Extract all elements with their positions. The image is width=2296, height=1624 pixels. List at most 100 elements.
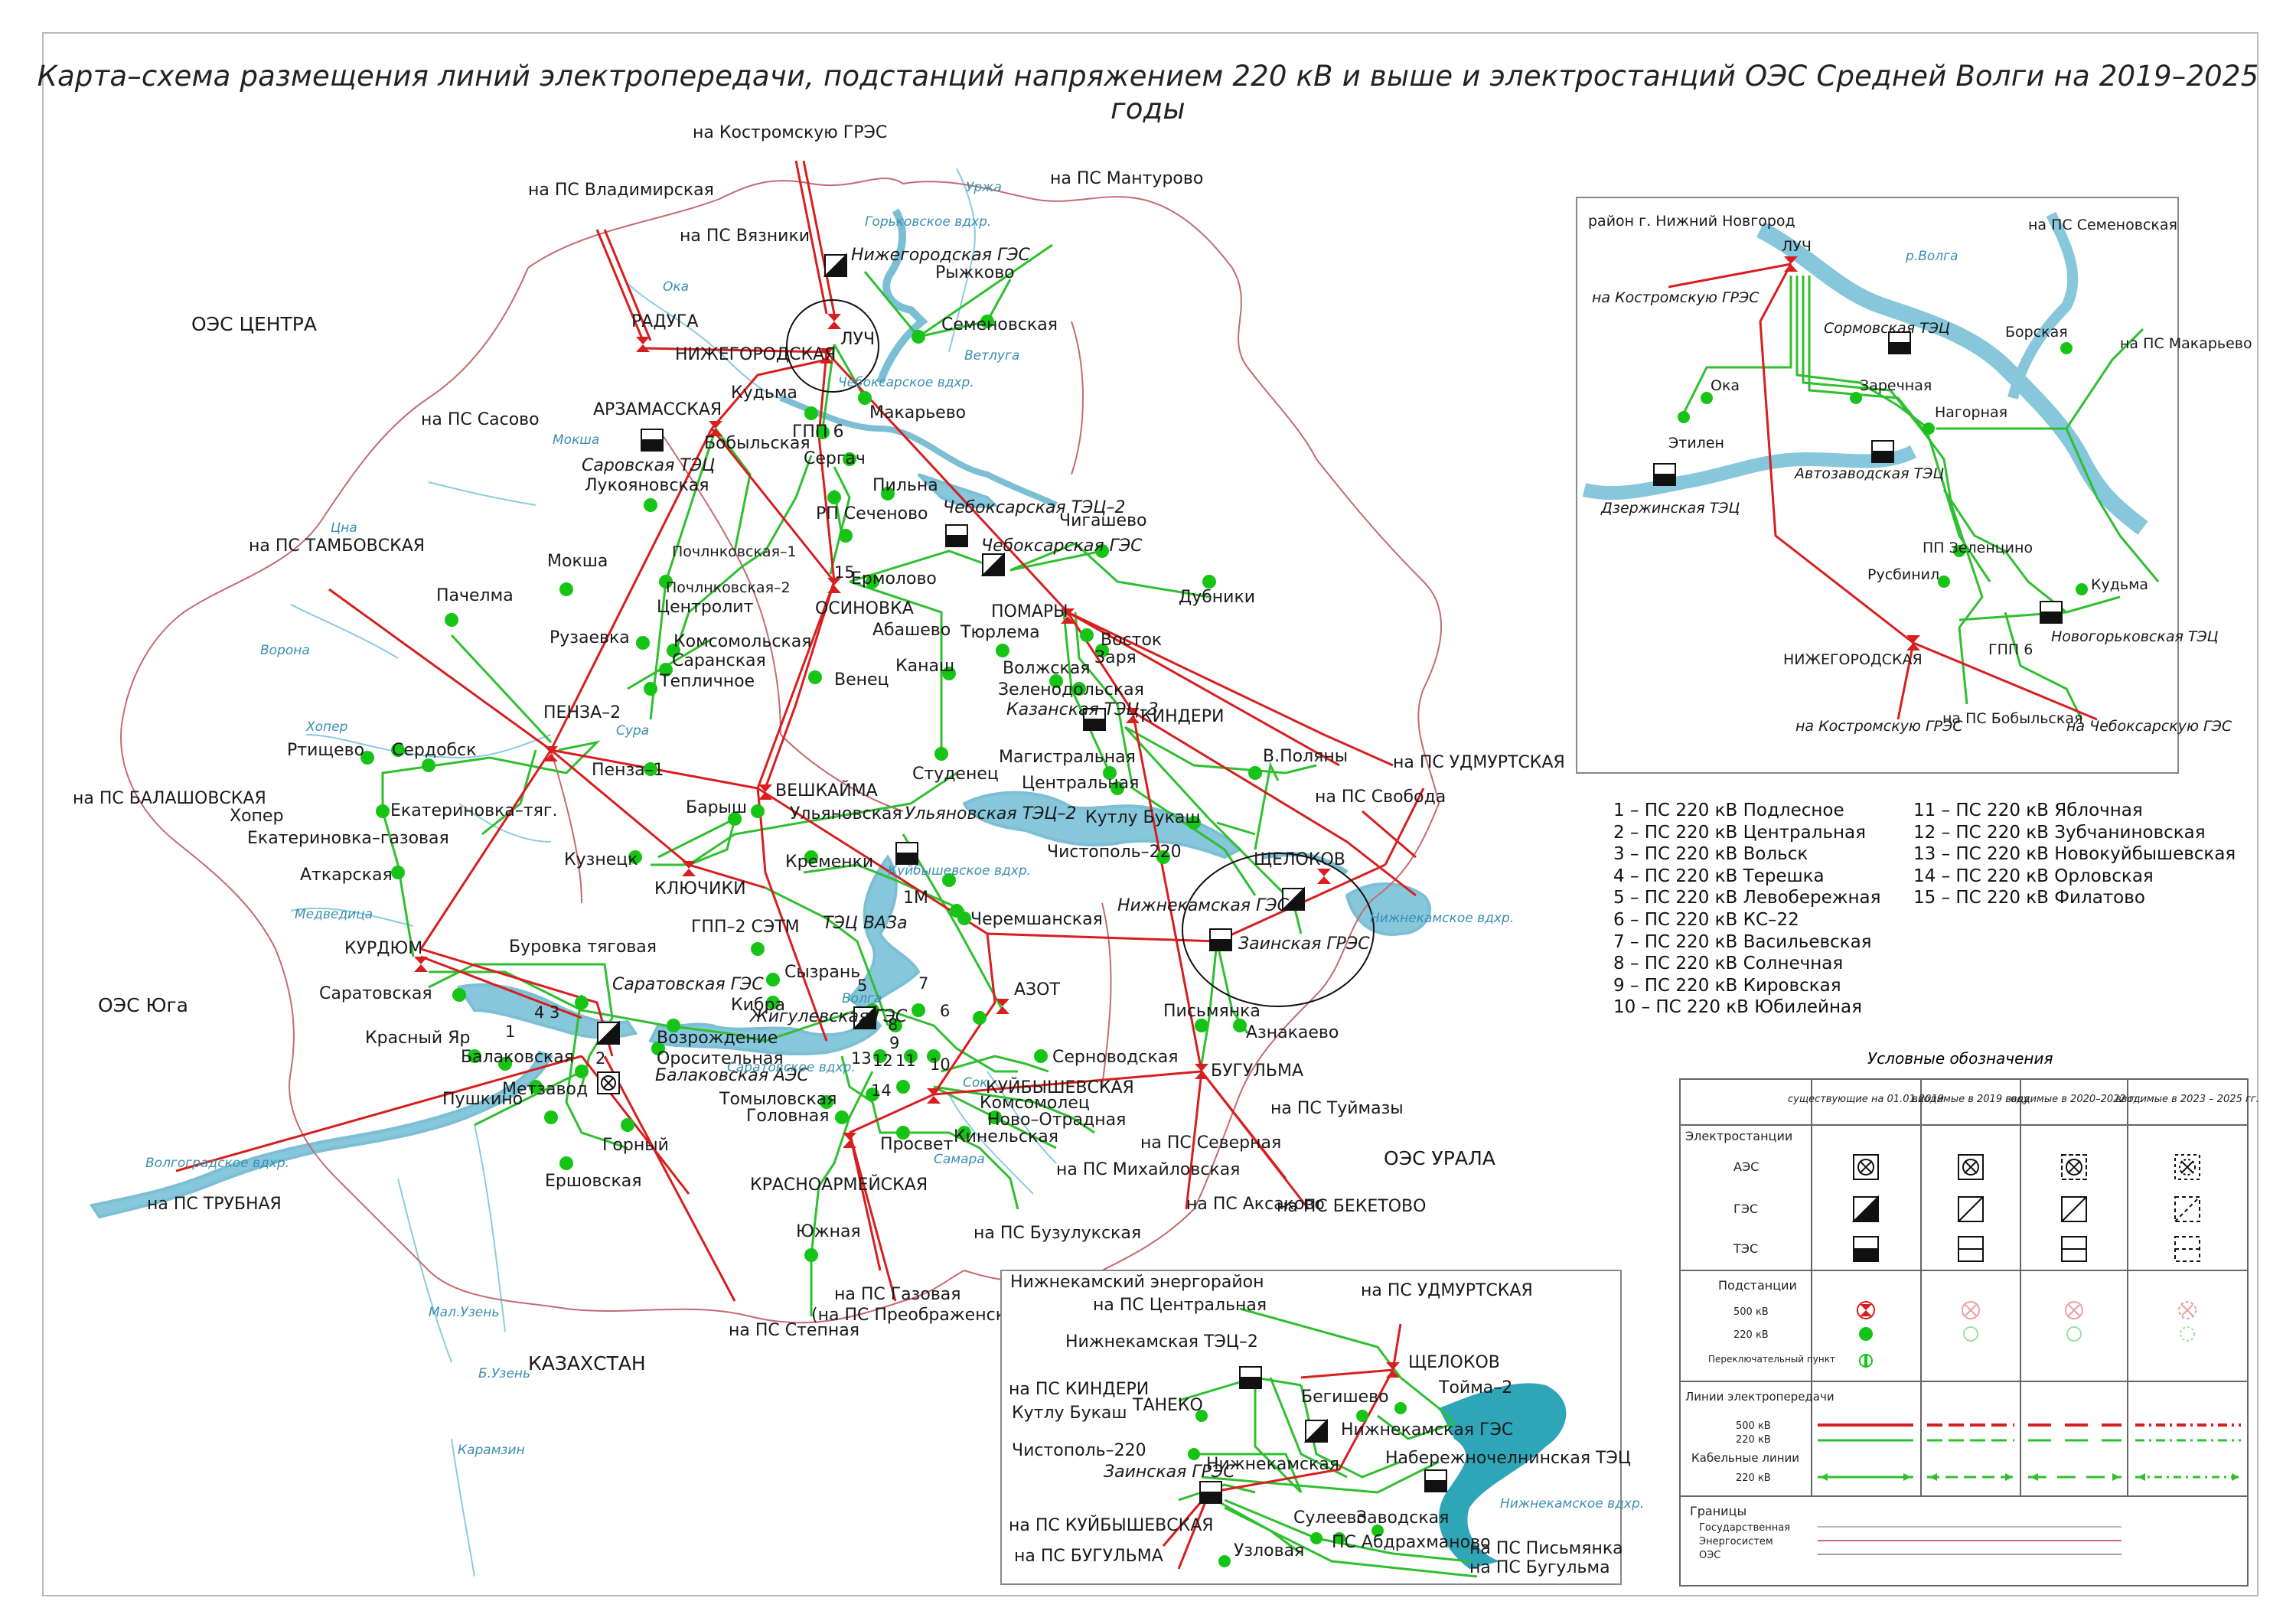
- svg-text:Балаковская: Балаковская: [461, 1048, 574, 1067]
- ges-icon: [2174, 1196, 2200, 1222]
- svg-text:Саратовское вдхр.: Саратовское вдхр.: [727, 1060, 856, 1075]
- substation-220-icon: [2180, 1326, 2195, 1342]
- aes-icon: [597, 1071, 620, 1094]
- tec-icon: [1958, 1236, 1984, 1262]
- svg-text:на ПС ТРУБНАЯ: на ПС ТРУБНАЯ: [147, 1195, 282, 1214]
- svg-text:Подстанции: Подстанции: [1718, 1278, 1797, 1293]
- svg-text:на ПС КИНДЕРИ: на ПС КИНДЕРИ: [1009, 1380, 1149, 1399]
- ges-icon: [595, 1020, 620, 1045]
- svg-text:Нижегородская ГЭС: Нижегородская ГЭС: [851, 246, 1031, 265]
- ges-icon: [1303, 1418, 1328, 1443]
- ges-icon: [823, 253, 847, 277]
- svg-text:Почлнковская–2: Почлнковская–2: [666, 579, 791, 596]
- svg-text:Бобыльская: Бобыльская: [704, 434, 810, 453]
- svg-text:Казанская ТЭЦ–3: Казанская ТЭЦ–3: [1006, 700, 1159, 719]
- svg-text:Саратовская: Саратовская: [319, 984, 432, 1003]
- svg-text:220 кВ: 220 кВ: [1733, 1329, 1769, 1341]
- tec-icon: [1888, 331, 1911, 354]
- map-title: Карта–схема размещения линий электропере…: [37, 60, 2259, 126]
- svg-text:Кутлу Букаш: Кутлу Букаш: [1085, 808, 1201, 827]
- substation-500-icon: [843, 1133, 856, 1148]
- svg-text:Нижнекамская: Нижнекамская: [1206, 1455, 1339, 1474]
- svg-text:на ПС Бугульма: на ПС Бугульма: [1469, 1558, 1610, 1577]
- svg-text:Ершовская: Ершовская: [545, 1172, 642, 1191]
- substation-220-icon: [1859, 1327, 1873, 1341]
- svg-text:на ПС УДМУРТСКАЯ: на ПС УДМУРТСКАЯ: [1393, 753, 1565, 772]
- tec-icon: [641, 429, 664, 452]
- svg-text:Ульяновская: Ульяновская: [790, 804, 902, 823]
- svg-text:на ПС ТАМБОВСКАЯ: на ПС ТАМБОВСКАЯ: [249, 536, 425, 556]
- svg-text:Мокша: Мокша: [553, 432, 599, 448]
- substation-500-icon: [544, 746, 558, 761]
- ges-icon: [852, 1005, 876, 1029]
- svg-text:Нижнекамская ГЭС: Нижнекамская ГЭС: [1117, 896, 1290, 915]
- svg-text:на Костромскую ГРЭС: на Костромскую ГРЭС: [1592, 289, 1760, 306]
- svg-text:5: 5: [857, 977, 867, 995]
- svg-text:Серноводская: Серноводская: [1052, 1048, 1178, 1067]
- svg-text:Горьковское вдхр.: Горьковское вдхр.: [865, 214, 991, 230]
- svg-text:Заинская ГРЭС: Заинская ГРЭС: [1104, 1463, 1235, 1482]
- svg-text:НИЖЕГОРОДСКАЯ: НИЖЕГОРОДСКАЯ: [1783, 651, 1923, 668]
- highlight-nn: [786, 299, 879, 393]
- svg-text:РАДУГА: РАДУГА: [631, 312, 698, 331]
- svg-text:на ПС Степная: на ПС Степная: [729, 1321, 859, 1340]
- gorky-reservoir: [876, 208, 928, 384]
- svg-text:Заря: Заря: [1094, 648, 1137, 667]
- svg-text:Борская: Борская: [2005, 324, 2068, 341]
- svg-text:Бегишево: Бегишево: [1301, 1388, 1389, 1407]
- svg-text:Азнакаево: Азнакаево: [1246, 1023, 1339, 1042]
- substation-500-icon: [758, 784, 772, 800]
- svg-text:В.Поляны: В.Поляны: [1263, 747, 1348, 766]
- ges-icon: [1851, 1195, 1879, 1222]
- substation-500-icon: [1906, 635, 1920, 643]
- svg-text:1: 1: [505, 1022, 515, 1041]
- map-frame: [42, 32, 2258, 1596]
- svg-text:Рузаевка: Рузаевка: [550, 628, 630, 647]
- water-layer: [89, 208, 1432, 1219]
- substation-500-icon: [827, 314, 841, 329]
- svg-text:12: 12: [872, 1052, 893, 1070]
- svg-text:Комсомолец: Комсомолец: [980, 1094, 1090, 1113]
- substation-500-icon: [1126, 708, 1140, 723]
- svg-text:Балаковская АЭС: Балаковская АЭС: [655, 1066, 809, 1085]
- svg-text:Комсомольская: Комсомольская: [673, 632, 811, 651]
- svg-text:ГПП 6: ГПП 6: [792, 422, 844, 442]
- power-plants: [595, 253, 1305, 1094]
- svg-text:220 кВ: 220 кВ: [1736, 1472, 1771, 1484]
- svg-text:ЩЕЛОКОВ: ЩЕЛОКОВ: [1254, 850, 1345, 869]
- svg-text:на ПС КУЙБЫШЕВСКАЯ: на ПС КУЙБЫШЕВСКАЯ: [1009, 1515, 1214, 1535]
- svg-text:Центральная: Центральная: [1022, 774, 1139, 793]
- river-lines: [290, 168, 1057, 1577]
- svg-text:ГПП–2 СЭТМ: ГПП–2 СЭТМ: [691, 918, 800, 937]
- svg-text:АЭС: АЭС: [1733, 1159, 1759, 1174]
- inset-nn: район г. Нижний Новгород ЛУЧ на Костромс…: [1576, 197, 2252, 774]
- svg-text:Узловая: Узловая: [1234, 1541, 1304, 1560]
- svg-text:Саранская: Саранская: [672, 651, 766, 670]
- svg-text:Медведица: Медведица: [295, 907, 373, 922]
- svg-text:Письмянка: Письмянка: [1163, 1002, 1261, 1021]
- svg-text:Переключательный пункт: Переключательный пункт: [1708, 1354, 1835, 1365]
- svg-text:13: 13: [851, 1049, 872, 1068]
- svg-text:Ульяновская ТЭЦ–2: Ульяновская ТЭЦ–2: [905, 804, 1076, 823]
- svg-text:на ПС Бузулукская: на ПС Бузулукская: [974, 1224, 1141, 1243]
- svg-text:Кибра: Кибра: [731, 996, 785, 1015]
- ges-icon: [980, 552, 1005, 576]
- tec-icon: [2061, 1236, 2087, 1262]
- svg-text:Тепличное: Тепличное: [659, 672, 755, 691]
- svg-text:Пенза–1: Пенза–1: [592, 761, 664, 780]
- tec-icon: [1853, 1236, 1879, 1262]
- svg-text:КЛЮЧИКИ: КЛЮЧИКИ: [654, 879, 746, 898]
- labels-500: РАДУГА НИЖЕГОРОДСКАЯ ЛУЧ АРЗАМАССКАЯ ОСИ…: [344, 312, 1345, 1195]
- substation-500-icon: [682, 861, 696, 876]
- neighbor-south: ОЭС Юга: [98, 994, 188, 1016]
- svg-text:Саровская ТЭЦ: Саровская ТЭЦ: [582, 456, 715, 475]
- svg-text:Центролит: Центролит: [657, 598, 754, 617]
- svg-text:Чебоксарская ТЭЦ–2: Чебоксарская ТЭЦ–2: [943, 498, 1125, 517]
- svg-text:Красный Яр: Красный Яр: [365, 1029, 470, 1048]
- substation-500-icon: [820, 348, 833, 364]
- svg-text:Рыжково: Рыжково: [935, 263, 1015, 282]
- tec-icon: [1653, 463, 1676, 486]
- kama-river: [1262, 852, 1349, 875]
- svg-text:Аткарская: Аткарская: [300, 866, 393, 885]
- svg-text:Границы: Границы: [1690, 1504, 1746, 1518]
